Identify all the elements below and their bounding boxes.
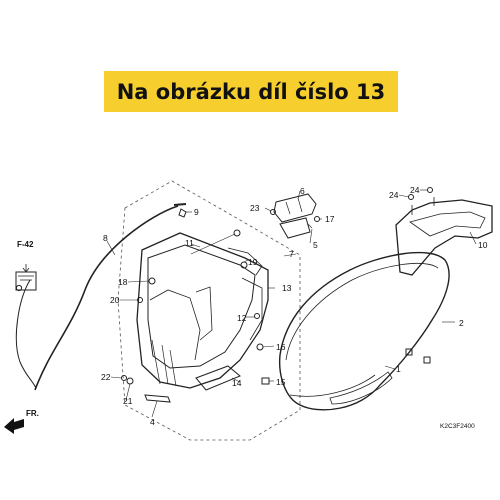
screw-part-21 <box>126 377 134 385</box>
callout-part-4: 4 <box>150 417 155 427</box>
callout-part-1: 1 <box>396 364 401 374</box>
callout-part-24b: 24 <box>410 185 420 195</box>
screw-part-22 <box>121 375 127 381</box>
cable-part-8 <box>34 205 179 391</box>
luggage-box-part-13 <box>136 232 269 389</box>
bolt-part-23 <box>270 209 276 215</box>
callout-part-24a: 24 <box>389 190 399 200</box>
callout-part-7: 7 <box>289 249 294 259</box>
callout-part-11: 11 <box>185 238 194 248</box>
callout-part-13: 13 <box>282 283 292 293</box>
callout-part-15: 15 <box>276 377 286 387</box>
callout-part-18: 18 <box>118 277 128 287</box>
callout-part-21: 21 <box>123 396 133 406</box>
latch-part-7 <box>279 217 311 239</box>
callout-part-9: 9 <box>194 207 199 217</box>
callout-part-10: 10 <box>478 240 488 250</box>
clip-part-16 <box>256 343 264 351</box>
callout-part-5: 5 <box>313 240 318 250</box>
cable-secondary <box>15 279 37 389</box>
drawing-code: K2C3F2400 <box>440 423 475 430</box>
nut-part-12 <box>254 313 260 319</box>
assembly-boundary <box>117 180 301 441</box>
bolt-part-24b <box>427 187 433 193</box>
callout-part-14: 14 <box>232 378 242 388</box>
callout-part-17: 17 <box>325 214 335 224</box>
luggage-box-inner <box>147 244 256 369</box>
callout-part-2: 2 <box>459 318 464 328</box>
seat-part-2 <box>278 251 450 411</box>
callout-part-12: 12 <box>237 313 247 323</box>
cable-end <box>173 203 187 206</box>
callout-part-19: 19 <box>248 257 258 267</box>
nut-part-3a <box>405 348 413 356</box>
bolt-part-20 <box>137 297 143 303</box>
clip-part-15 <box>261 377 270 385</box>
callout-part-20: 20 <box>110 295 120 305</box>
front-direction-label: FR. <box>26 409 39 418</box>
title-banner: Na obrázku díl číslo 13 <box>104 71 398 112</box>
callout-part-6: 6 <box>300 186 305 196</box>
rod-part-4 <box>144 394 171 403</box>
callout-part-16: 16 <box>276 342 286 352</box>
callout-part-22: 22 <box>101 372 111 382</box>
nut-part-18 <box>148 277 156 285</box>
callout-part-23: 23 <box>250 203 260 213</box>
nut-part-3b <box>423 356 431 364</box>
front-direction-arrow: FR. <box>4 409 39 434</box>
reference-label: F-42 <box>17 240 34 249</box>
title-text: Na obrázku díl číslo 13 <box>116 79 386 104</box>
bolt-part-24a <box>408 194 414 200</box>
latch-part-6 <box>273 193 317 223</box>
grab-rail-part-10 <box>395 199 493 276</box>
clip-part-9 <box>178 208 187 218</box>
callout-part-8: 8 <box>103 233 108 243</box>
plate-part-14 <box>195 365 241 391</box>
grommet-part-11 <box>233 229 241 237</box>
bolt-part-17 <box>314 216 320 222</box>
